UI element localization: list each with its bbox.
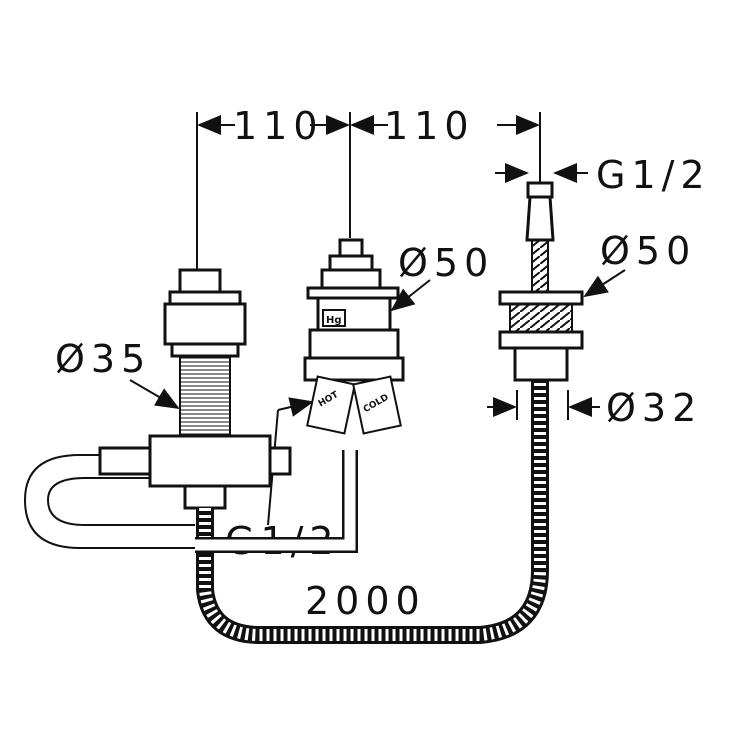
dim-g12-top: G1/2 [596, 153, 711, 197]
dimension-110-right: 110 [350, 104, 541, 185]
dim-d32: Ø32 [606, 386, 702, 430]
supply-pipe-inner [195, 450, 356, 551]
left-valve-body [98, 268, 292, 510]
corrugated-hose [196, 380, 549, 644]
dimension-g12-top: G1/2 [495, 153, 711, 197]
dim-d50-valve: Ø50 [398, 241, 494, 285]
dimension-d35: Ø35 [55, 337, 180, 410]
dimension-d32: Ø32 [487, 386, 702, 430]
dim-d50-outlet: Ø50 [600, 229, 696, 273]
dimension-110-left: 110 [196, 104, 351, 270]
left-loop-hose-inner [46, 477, 195, 526]
hose-outlet [498, 181, 584, 382]
dim-110-right: 110 [384, 104, 475, 148]
hg-marking: Hg [326, 315, 342, 326]
dim-110-left: 110 [233, 104, 324, 148]
dimension-d50-outlet: Ø50 [583, 229, 696, 298]
dimension-d50-valve: Ø50 [390, 241, 494, 312]
thermostatic-valve: Hg HOT COLD [303, 238, 405, 435]
dim-d35: Ø35 [55, 337, 151, 381]
dim-hose-length: 2000 [305, 579, 426, 623]
left-loop-hose [23, 454, 195, 549]
